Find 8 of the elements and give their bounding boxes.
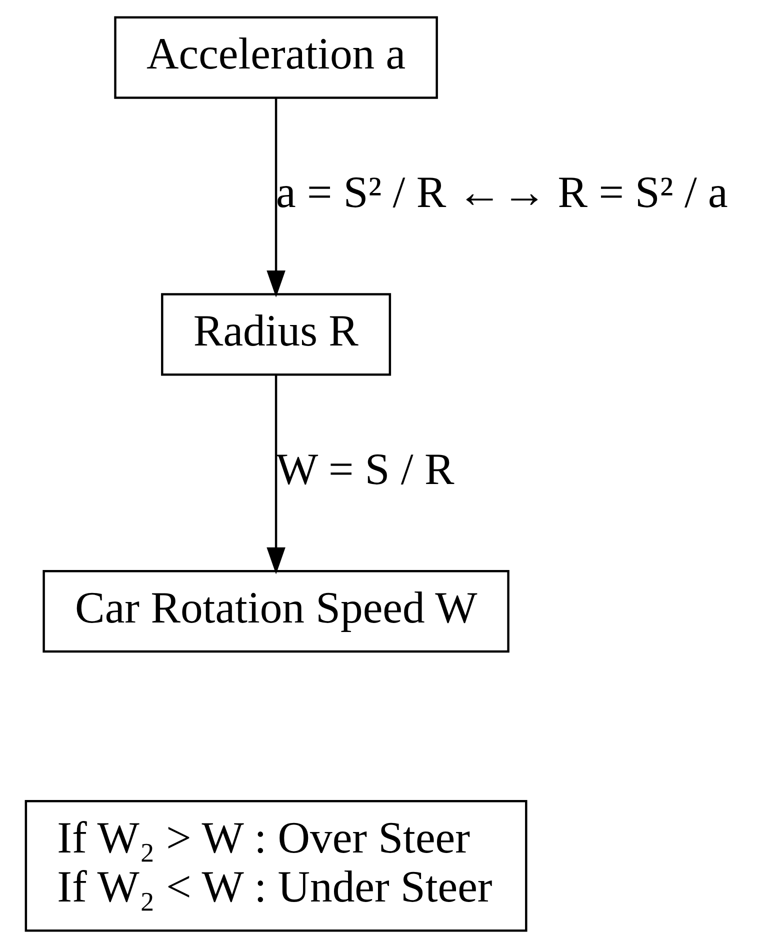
edge-label: W = S / R	[276, 444, 454, 494]
node-box: Car Rotation Speed W	[42, 570, 509, 653]
arrow	[266, 375, 285, 574]
edge-label: a = S² / R ←→ R = S² / a	[276, 167, 728, 218]
arrow	[266, 98, 285, 298]
node-box: Radius R	[160, 293, 391, 376]
node-box: If W₂ > W : Over Steer If W₂ < W : Under Steer	[24, 800, 527, 932]
node-box: Acceleration a	[114, 16, 438, 99]
